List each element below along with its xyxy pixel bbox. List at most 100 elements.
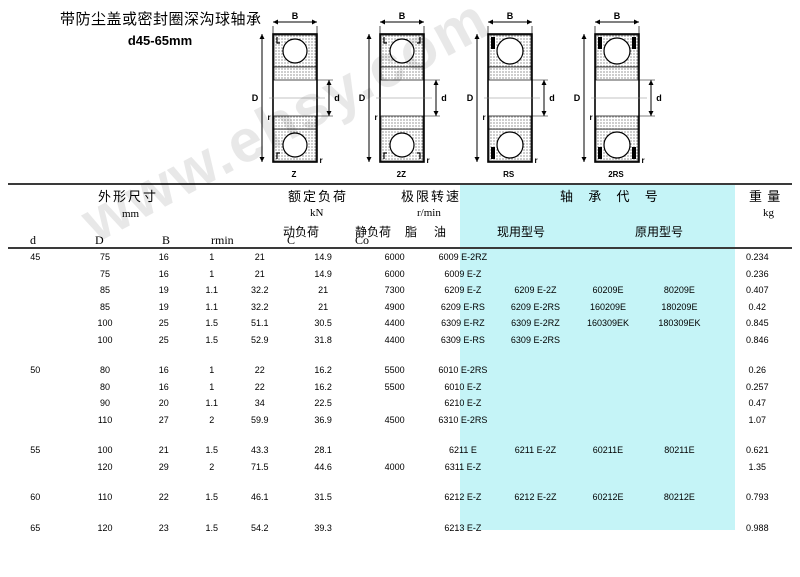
table-cell: 21 bbox=[254, 268, 265, 279]
table-cell: 6309 E-RS bbox=[440, 334, 485, 345]
table-spacer-row bbox=[0, 428, 800, 442]
table-cell: 80 bbox=[100, 365, 111, 375]
designation-highlight-header bbox=[460, 185, 735, 247]
table-cell: 0.236 bbox=[746, 268, 769, 279]
table-cell: 30.5 bbox=[314, 318, 332, 328]
table-cell: 60209E bbox=[592, 285, 624, 295]
bearing-diagram-rs: B D d bbox=[460, 8, 558, 179]
table-cell: 36.9 bbox=[314, 414, 332, 425]
table-cell: 110 bbox=[97, 492, 113, 502]
table-cell: 71.5 bbox=[250, 461, 269, 472]
table-cell bbox=[0, 332, 70, 349]
table-cell: 0.407 bbox=[746, 285, 769, 295]
table-cell: 6309 E-RZ bbox=[441, 318, 485, 328]
table-cell bbox=[644, 266, 714, 283]
table-cell: 51.1 bbox=[250, 318, 269, 328]
table-cell: 5500 bbox=[384, 365, 405, 375]
table-cell: 6009 E-2RZ bbox=[438, 252, 488, 262]
table-cell: 160209E bbox=[589, 301, 626, 312]
table-cell: 32.2 bbox=[250, 301, 269, 312]
table-cell: 100 bbox=[97, 318, 113, 328]
table-cell bbox=[363, 489, 427, 506]
table-cell: 25 bbox=[158, 334, 169, 345]
header-oil: 油 bbox=[434, 225, 447, 239]
svg-text:r: r bbox=[482, 113, 485, 122]
table-cell: 85 bbox=[100, 301, 111, 312]
header-speed-group: 极限转速 bbox=[401, 189, 462, 204]
table-cell bbox=[499, 266, 572, 283]
table-cell: 50 bbox=[30, 365, 41, 375]
table-cell: 2 bbox=[209, 414, 215, 425]
table-spacer-row bbox=[0, 348, 800, 362]
bearing-diagram-z: B D bbox=[245, 8, 343, 179]
table-cell: 19 bbox=[158, 301, 169, 312]
header-speed-unit: r/min bbox=[417, 207, 441, 219]
header-load-group: 额定负荷 bbox=[288, 189, 349, 204]
svg-text:r: r bbox=[375, 113, 378, 122]
table-cell: 0.47 bbox=[748, 398, 767, 408]
header-former-type: 原用型号 bbox=[635, 225, 684, 239]
table-cell: 1.35 bbox=[748, 461, 767, 472]
table-cell: 1.07 bbox=[748, 414, 767, 425]
table-cell: 32.2 bbox=[250, 285, 269, 295]
svg-text:D: D bbox=[252, 93, 259, 103]
table-cell bbox=[0, 315, 70, 332]
svg-text:D: D bbox=[359, 93, 366, 103]
table-cell: 60212E bbox=[592, 492, 624, 502]
table-cell: 1.1 bbox=[205, 398, 218, 408]
table-cell: 22.5 bbox=[314, 398, 332, 408]
table-cell bbox=[572, 266, 645, 283]
table-cell bbox=[644, 412, 714, 429]
header-dimensions-group: 外形尺寸 bbox=[98, 189, 159, 204]
table-cell bbox=[0, 266, 70, 283]
table-cell: 45 bbox=[30, 252, 41, 262]
table-cell bbox=[0, 412, 70, 429]
table-cell: 6209 E-Z bbox=[444, 285, 482, 295]
table-cell bbox=[499, 379, 572, 396]
table-cell: 0.846 bbox=[746, 334, 769, 345]
table-cell bbox=[644, 332, 714, 349]
table-cell bbox=[363, 442, 427, 459]
table-cell: 19 bbox=[158, 285, 169, 295]
table-cell bbox=[0, 299, 70, 316]
svg-text:d: d bbox=[334, 93, 340, 103]
bearing-diagram-row: B D bbox=[245, 8, 665, 179]
header-designation-group: 轴 承 代 号 bbox=[560, 189, 664, 204]
table-cell: 31.5 bbox=[314, 492, 332, 502]
table-cell: 16 bbox=[158, 381, 169, 392]
table-cell bbox=[572, 249, 645, 266]
table-cell: 1.1 bbox=[205, 285, 218, 295]
table-cell: 22 bbox=[158, 492, 169, 502]
table-cell: 100 bbox=[97, 334, 113, 345]
table-cell: 180209E bbox=[661, 301, 698, 312]
table-cell: 0.845 bbox=[746, 318, 769, 328]
table-cell: 52.9 bbox=[250, 334, 269, 345]
header-weight-unit: kg bbox=[763, 207, 774, 219]
table-cell: 80209E bbox=[663, 285, 695, 295]
column-header-rmin: rmin bbox=[211, 233, 234, 247]
table-cell: 6212 E-Z bbox=[444, 492, 482, 502]
table-cell bbox=[644, 395, 714, 412]
table-cell: 1.1 bbox=[205, 301, 218, 312]
table-cell: 65 bbox=[30, 522, 41, 533]
table-cell: 0.42 bbox=[748, 301, 767, 312]
table-cell: 4900 bbox=[384, 301, 405, 312]
table-cell: 54.2 bbox=[250, 522, 269, 533]
table-cell: 6000 bbox=[384, 252, 405, 262]
table-cell: 21 bbox=[158, 445, 169, 455]
table-cell: 1.5 bbox=[205, 445, 218, 455]
diagram-label-z: Z bbox=[291, 170, 297, 179]
table-cell bbox=[499, 362, 572, 379]
table-cell: 6213 E-Z bbox=[444, 522, 482, 533]
table-cell: 6311 E-Z bbox=[444, 461, 482, 472]
table-cell: 60 bbox=[30, 492, 41, 502]
table-cell: 31.8 bbox=[314, 334, 332, 345]
table-cell: 1.5 bbox=[205, 318, 218, 328]
table-cell: 80 bbox=[100, 381, 111, 392]
table-cell: 16 bbox=[158, 268, 169, 279]
table-cell bbox=[499, 412, 572, 429]
